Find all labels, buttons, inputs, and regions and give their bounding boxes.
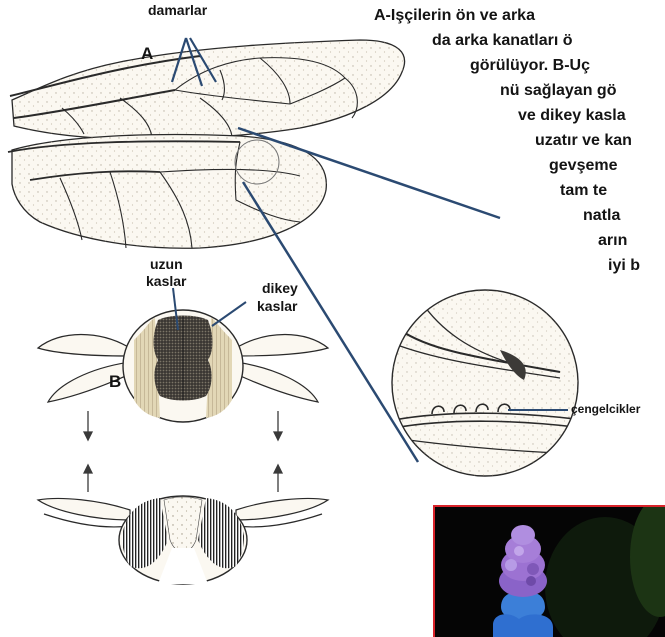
- thorax-section-top: [38, 310, 328, 422]
- label-veins: damarlar: [148, 2, 207, 18]
- caption-line: da arka kanatları ö: [432, 31, 573, 51]
- caption-line: görülüyor. B-Uç: [470, 56, 590, 76]
- caption: A-Işçilerin ön ve arka da arka kanatları…: [0, 0, 665, 300]
- label-long-muscles-2: kaslar: [146, 273, 186, 289]
- caption-line: nü sağlayan gö: [500, 81, 616, 101]
- label-B: B: [109, 372, 121, 392]
- label-hooks: çengelcikler: [571, 402, 640, 416]
- caption-line: gevşeme: [549, 156, 618, 176]
- caption-line: iyi b: [608, 256, 640, 276]
- caption-line: ve dikey kasla: [518, 106, 626, 126]
- caption-line: natla: [583, 206, 620, 226]
- grape-hyacinth-image: [435, 507, 665, 637]
- diagram-stage: A-Işçilerin ön ve arka da arka kanatları…: [0, 0, 665, 623]
- label-vertical-muscles-2: kaslar: [257, 298, 297, 314]
- label-vertical-muscles-1: dikey: [262, 280, 298, 296]
- label-long-muscles-1: uzun: [150, 256, 183, 272]
- caption-line: uzatır ve kan: [535, 131, 632, 151]
- caption-line: arın: [598, 231, 627, 251]
- label-A: A: [141, 44, 153, 64]
- caption-line: A-Işçilerin ön ve arka: [374, 6, 535, 26]
- caption-line: tam te: [560, 181, 607, 201]
- thorax-section-bottom: [38, 496, 328, 584]
- motion-arrows: [84, 411, 282, 492]
- flower-photo: [433, 505, 665, 637]
- zoom-detail: [390, 290, 590, 490]
